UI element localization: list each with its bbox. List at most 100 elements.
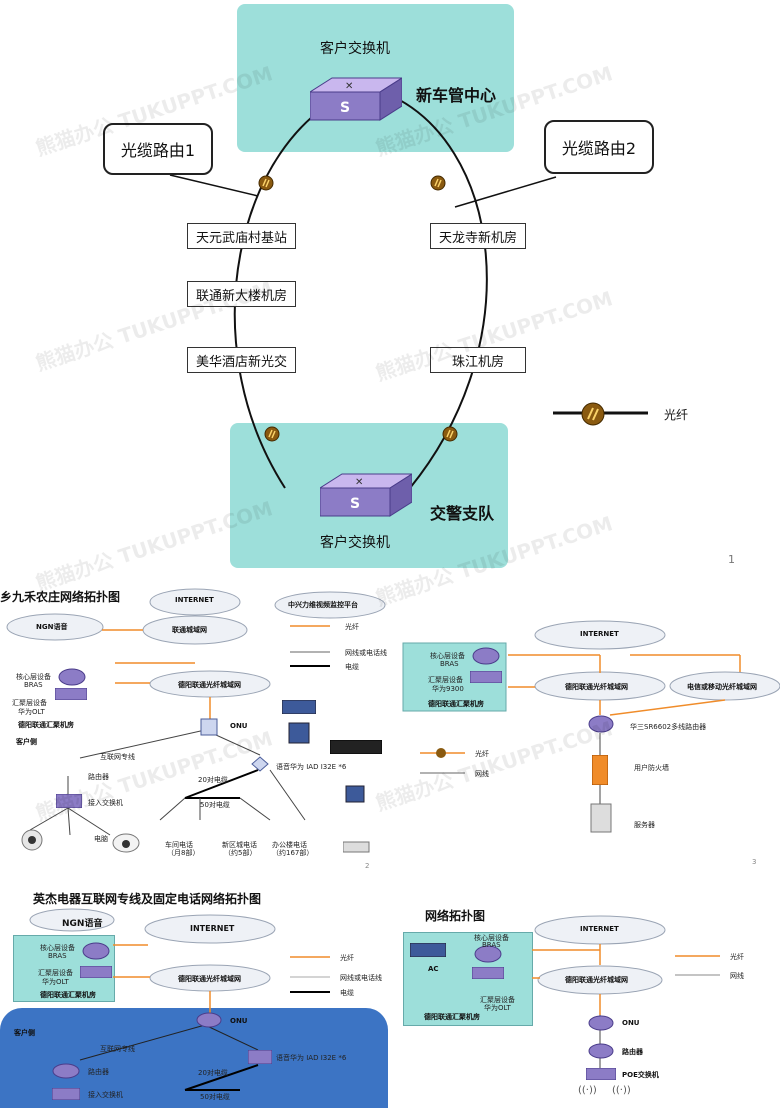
slide2-onu: ONU: [230, 722, 248, 730]
iad-icon: [248, 1050, 272, 1064]
slide-2: 乡九禾农庄网络拓扑图 INTERNET NGN语音 联通城域网 中兴力维视频监控…: [0, 580, 395, 870]
route1-callout: 光缆路由1: [103, 123, 213, 175]
top-switch-label: 客户交换机: [320, 41, 390, 57]
slide4-title: 英杰电器互联网专线及固定电话网络拓扑图: [33, 892, 262, 906]
slide3-agg-model: 华为9300: [432, 685, 464, 693]
slide5-core: 核心层设备: [474, 934, 509, 942]
onu-icon: [200, 718, 218, 736]
slide-3: INTERNET 核心层设备 BRAS 汇聚层设备 华为9300 德阳联通汇聚机…: [400, 615, 780, 870]
fiber-marker-icon: [436, 748, 446, 758]
wifi-icon: ((·)): [578, 1085, 597, 1096]
nvr-icon: [282, 700, 316, 714]
fiber-marker-icon: [264, 426, 280, 442]
slide5-olt: 华为OLT: [484, 1004, 511, 1012]
slide4-onu: ONU: [230, 1017, 248, 1025]
ring-connections: [169, 92, 648, 489]
server-icon: [590, 803, 612, 833]
slide2-phone-b: 新区城电话: [222, 841, 257, 849]
slide2-phone-b2: （约5部）: [224, 849, 257, 857]
slide3-server: 服务器: [634, 821, 655, 829]
camera-icon: [21, 829, 43, 851]
slide5-agg: 汇聚层设备: [480, 996, 515, 1004]
fiber-marker-icon: [430, 175, 446, 191]
ac-icon: [410, 943, 446, 957]
right-node-2: 珠江机房: [430, 347, 526, 373]
bullet-camera-icon: [343, 841, 370, 853]
slide5-router: 路由器: [622, 1048, 643, 1056]
onu-icon: [196, 1012, 222, 1028]
slide2-phone-a: 车间电话: [165, 841, 193, 849]
slide2-leased: 互联网专线: [100, 753, 135, 761]
slide4-internet: INTERNET: [190, 924, 235, 933]
slide4-iad: 语音华为 IAD I32E *6: [276, 1054, 347, 1062]
slide5-ac: AC: [428, 965, 439, 973]
slide-1: ✕ S ✕ S 客户交换机 新车管中心 交警支队 客户交换机 光缆路由1 光缆路…: [103, 4, 735, 568]
switch-icon: [472, 967, 504, 979]
svg-text:S: S: [350, 496, 360, 512]
slide4-deyang-metro: 德阳联通光纤城域网: [178, 975, 241, 983]
slide5-room: 德阳联通汇聚机房: [424, 1013, 480, 1021]
slide4-ngn: NGN语音: [62, 919, 103, 929]
slide2-ngn: NGN语音: [36, 623, 68, 631]
slide3-agg: 汇聚层设备: [428, 676, 463, 684]
slide4-legend-fiber: 光纤: [340, 954, 354, 962]
switch-icon: ✕ S: [310, 77, 402, 121]
legend-fiber-icon: [581, 402, 605, 426]
slide2-access-sw: 接入交换机: [88, 799, 123, 807]
slide3-legend-fiber: 光纤: [475, 750, 489, 758]
switch-icon: [470, 671, 502, 683]
slide3-deyang-metro: 德阳联通光纤城域网: [565, 683, 628, 691]
router-icon: [472, 647, 500, 665]
router-icon: [588, 715, 614, 733]
slide4-customer: 客户侧: [14, 1029, 35, 1037]
slide2-phone-a2: （月8部）: [167, 849, 200, 857]
legend-fiber-label: 光纤: [664, 408, 689, 422]
page-number-2: 2: [365, 862, 370, 870]
svg-text:✕: ✕: [345, 81, 353, 92]
access-switch-icon: [52, 1088, 80, 1100]
slide5-onu: ONU: [622, 1019, 640, 1027]
right-node-1: 天龙寺新机房: [430, 223, 526, 249]
slide5-title: 网络拓扑图: [425, 909, 486, 923]
slide2-deyang-metro: 德阳联通光纤城域网: [178, 681, 241, 689]
slide2-router: 路由器: [88, 773, 109, 781]
slide5-bras: BRAS: [482, 941, 501, 949]
slide5-links: [532, 915, 720, 1075]
iad-icon: [251, 756, 269, 772]
slide3-other-metro: 电信或移动光纤城域网: [687, 683, 757, 691]
router-icon: [58, 668, 86, 686]
dvr-icon: [330, 740, 382, 754]
top-site-name: 新车管中心: [416, 86, 497, 105]
router-icon: [474, 945, 502, 963]
slide4-leased: 互联网专线: [100, 1045, 135, 1053]
left-node-3: 美华酒店新光交: [187, 347, 296, 373]
slide2-core: 核心层设备: [16, 673, 51, 681]
slide2-customer: 客户侧: [16, 738, 37, 746]
slide2-phone-c2: （约167部）: [272, 849, 314, 857]
router-icon: [82, 942, 110, 960]
slide4-bras: BRAS: [48, 952, 67, 960]
slide4-core: 核心层设备: [40, 944, 75, 952]
slide4-olt: 华为OLT: [42, 978, 69, 986]
slide4-pair50: 50对电缆: [200, 1093, 230, 1101]
slide2-legend-fiber: 光纤: [345, 623, 359, 631]
router-icon: [588, 1043, 614, 1059]
storage-icon: [288, 722, 310, 744]
slide2-pc: 电脑: [94, 835, 108, 843]
slide3-bras: BRAS: [440, 660, 459, 668]
slide5-poe: POE交换机: [622, 1071, 659, 1079]
slide3-firewall: 用户防火墙: [634, 764, 669, 772]
slide5-internet: INTERNET: [580, 925, 619, 933]
fiber-marker-icon: [442, 426, 458, 442]
slide2-olt: 华为OLT: [18, 708, 45, 716]
slide2-zte-platform: 中兴力维视频监控平台: [288, 601, 358, 609]
slide4-pair20: 20对电缆: [198, 1069, 228, 1077]
slide3-room: 德阳联通汇聚机房: [428, 700, 484, 708]
slide2-unicom-metro: 联通城域网: [172, 626, 207, 634]
onu-icon: [588, 1015, 614, 1031]
slide-4: 英杰电器互联网专线及固定电话网络拓扑图 NGN语音 INTERNET 核心层设备…: [0, 880, 395, 1108]
switch-icon: ✕ S: [320, 473, 412, 517]
bottom-site-name: 交警支队: [430, 504, 495, 523]
slide4-router: 路由器: [88, 1068, 109, 1076]
